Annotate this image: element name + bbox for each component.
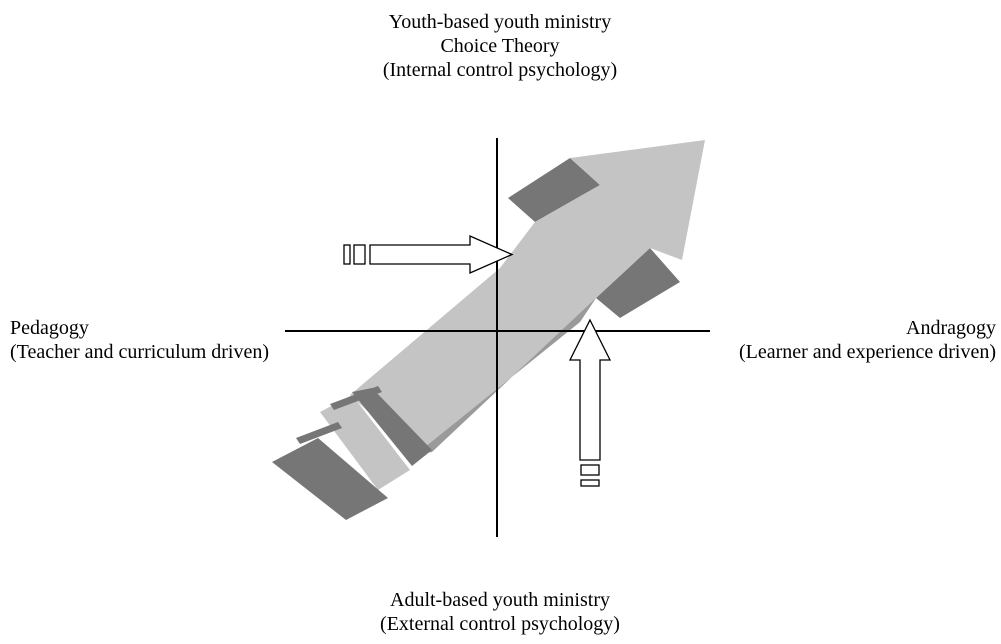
left-label-line-2: (Teacher and curriculum driven) [10,341,270,363]
right-label: Andragogy (Learner and experience driven… [739,316,996,364]
vertical-arrow-tail-bar-1 [580,464,600,476]
left-label: Pedagogy (Teacher and curriculum driven) [10,316,269,364]
arrow-head-lower-facet [596,248,680,318]
arrow-tail-sliver-2 [296,422,342,444]
arrow-tail-segment-dark-2 [272,438,388,520]
top-label-line-3: (Internal control psychology) [382,59,618,81]
arrow-tail-segment-light [320,395,410,490]
arrow-body [350,140,705,455]
right-label-line-1: Andragogy [906,317,996,339]
arrow-tail-sliver-1 [330,386,382,410]
bottom-label-line-1: Adult-based youth ministry [390,589,610,611]
vertical-arrow-body [568,318,612,461]
arrow-tail-segment-dark-1 [352,388,432,466]
vertical-outline-arrow [568,318,612,487]
top-label: Youth-based youth ministry Choice Theory… [300,10,700,82]
right-label-line-2: (Learner and experience driven) [738,341,996,363]
bottom-label: Adult-based youth ministry (External con… [300,588,700,636]
vertical-arrow-tail-bar-2 [580,479,600,487]
horizontal-arrow-tail-bar-2 [353,244,366,265]
horizontal-arrow-tail-bar-1 [343,244,351,265]
horizontal-arrow-body [369,235,514,274]
horizontal-outline-arrow [343,235,514,274]
bottom-label-line-2: (External control psychology) [380,613,620,635]
arrow-head-upper-facet [508,158,600,222]
top-label-line-2: Choice Theory [440,35,560,57]
diagonal-growth-arrow [272,140,705,520]
top-label-line-1: Youth-based youth ministry [388,11,612,33]
left-label-line-1: Pedagogy [10,317,89,339]
